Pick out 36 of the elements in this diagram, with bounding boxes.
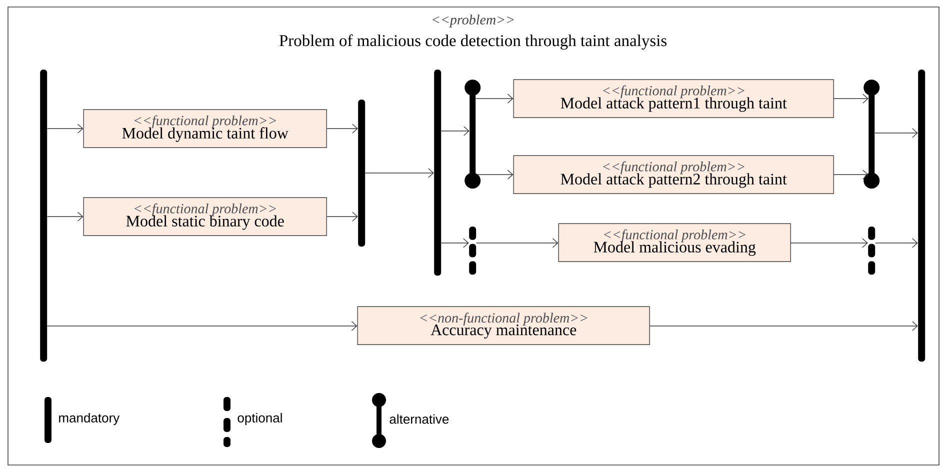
arrow bbox=[46, 321, 358, 331]
optional-bar bbox=[469, 226, 476, 275]
arrow bbox=[874, 128, 918, 138]
arrow bbox=[476, 238, 558, 248]
arrow bbox=[46, 212, 84, 222]
mandatory-bar bbox=[918, 70, 926, 362]
arrow bbox=[440, 126, 470, 136]
arrow bbox=[326, 212, 358, 222]
legend-label: alternative bbox=[390, 414, 449, 424]
problem-box: <<functional problem>> Model malicious evading bbox=[558, 223, 791, 262]
problem-box: <<non-functional problem>> Accuracy maintenance bbox=[357, 306, 650, 345]
arrow bbox=[834, 94, 868, 104]
arrow bbox=[834, 170, 868, 180]
arrow bbox=[874, 238, 918, 248]
arrow bbox=[326, 124, 358, 134]
arrow bbox=[475, 94, 514, 104]
mandatory-bar bbox=[358, 100, 366, 247]
alternative-bar bbox=[864, 80, 880, 189]
arrow bbox=[46, 124, 84, 134]
arrow bbox=[790, 238, 868, 248]
problem-box: <<functional problem>> Model dynamic taint flow bbox=[83, 109, 327, 148]
optional-bar bbox=[868, 226, 876, 275]
frame-label: Problem of malicious code detection through taint analysis bbox=[279, 34, 667, 50]
stereotype-label: <<problem>> bbox=[432, 14, 514, 28]
problem-box: <<functional problem>> Model static binary code bbox=[83, 197, 327, 236]
problem-box: <<functional problem>> Model attack pattern1 through taint bbox=[513, 79, 834, 118]
mandatory-bar bbox=[434, 70, 442, 276]
arrow bbox=[364, 168, 434, 178]
legend-label: mandatory bbox=[59, 412, 120, 426]
alternative-bar bbox=[464, 80, 481, 189]
mandatory-bar bbox=[40, 70, 48, 362]
problem-box: <<functional problem>> Model attack pattern2 through taint bbox=[513, 155, 834, 194]
arrow bbox=[650, 321, 918, 331]
arrow bbox=[440, 238, 469, 248]
arrow bbox=[475, 170, 514, 180]
legend-label: optional bbox=[238, 412, 282, 426]
